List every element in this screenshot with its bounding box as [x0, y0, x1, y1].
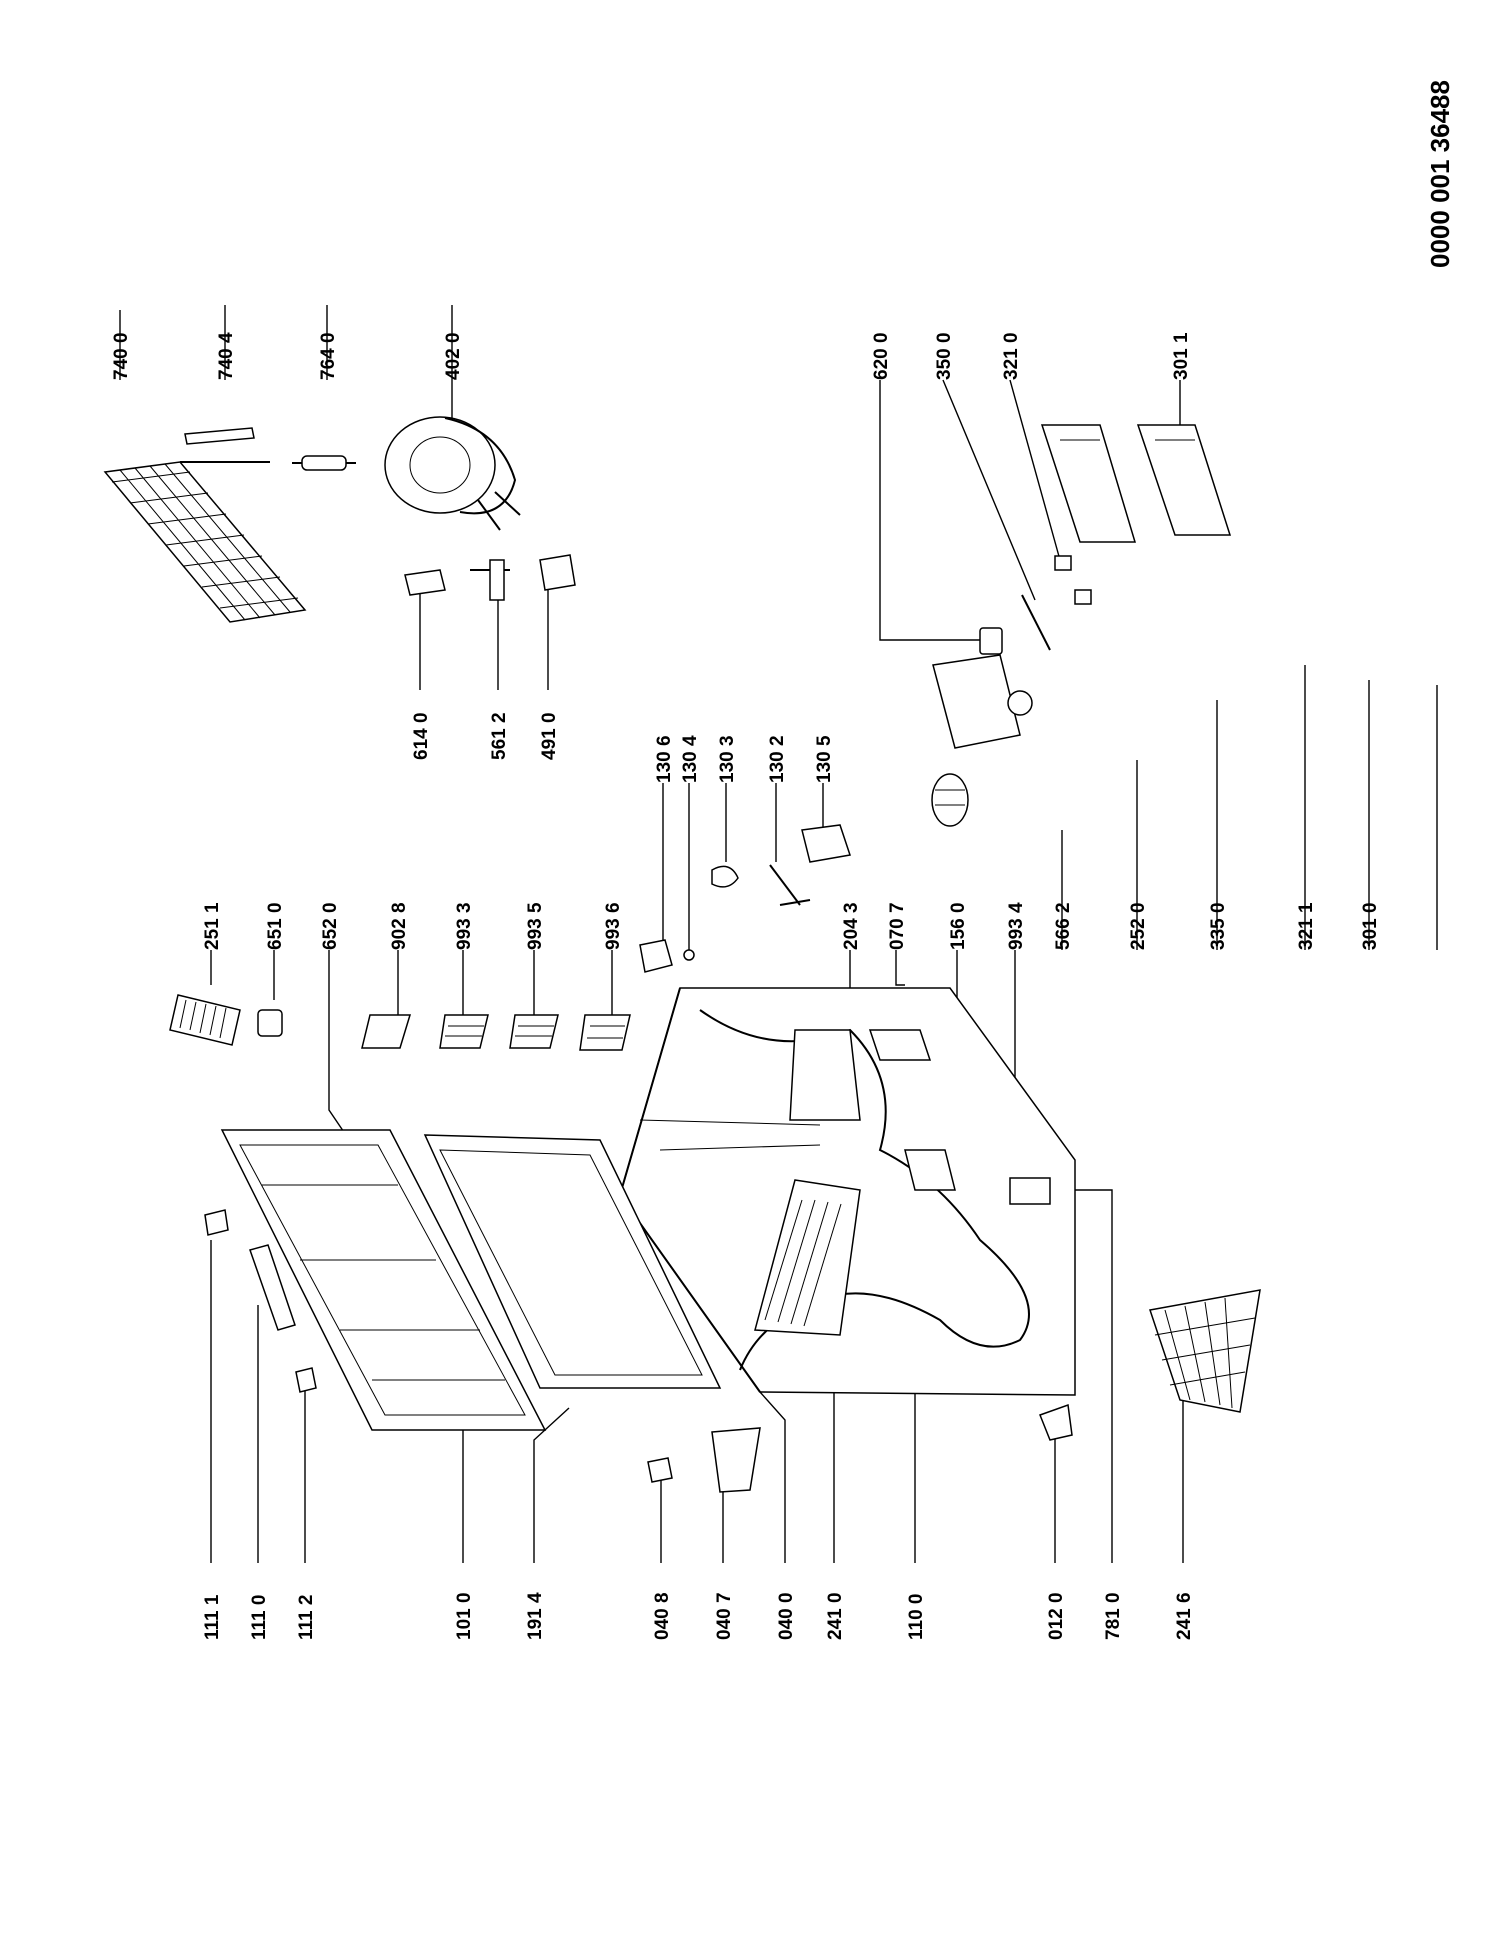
part-012-0: [1039, 1403, 1073, 1441]
label-781-0: 781 0: [1103, 1592, 1124, 1640]
label-111-1: 111 1: [202, 1594, 223, 1640]
label-993-3: 993 3: [454, 902, 475, 950]
panel-902-8: [361, 1014, 412, 1049]
lid-gasket: [423, 1134, 722, 1389]
hinge-top: [204, 1209, 229, 1236]
part-130-5: [801, 824, 851, 863]
label-040-7: 040 7: [714, 1592, 735, 1640]
label-251-1: 251 1: [202, 902, 223, 950]
condenser-coil: [103, 461, 307, 623]
label-651-0: 651 0: [265, 902, 286, 950]
part-130-6: [639, 939, 673, 973]
part-350-0: [1021, 594, 1051, 651]
label-652-0: 652 0: [320, 902, 341, 950]
hinge-handle: [249, 1244, 296, 1331]
label-335-0: 335 0: [1208, 902, 1229, 950]
hinge-bottom: [295, 1367, 317, 1393]
panel-301-1: [1136, 424, 1232, 536]
label-993-6: 993 6: [603, 902, 624, 950]
part-040-8: [647, 1457, 673, 1483]
label-070-7: 070 7: [887, 902, 908, 950]
label-740-4: 740 4: [216, 332, 237, 380]
label-301-0: 301 0: [1360, 902, 1381, 950]
label-321-0: 321 0: [1001, 332, 1022, 380]
label-110-0: 110 0: [906, 1594, 927, 1641]
panel-993-6: [579, 1014, 631, 1051]
part-040-7: [711, 1427, 761, 1493]
label-012-0: 012 0: [1046, 1592, 1067, 1640]
label-740-0: 740 0: [111, 332, 132, 380]
label-040-0: 040 0: [776, 1592, 797, 1640]
label-241-6: 241 6: [1174, 1592, 1195, 1640]
part-321-0: [1054, 555, 1072, 571]
part-130-4: [683, 949, 695, 961]
part-321-1: [1074, 589, 1092, 605]
label-130-3: 130 3: [717, 735, 738, 783]
label-620-0: 620 0: [871, 332, 892, 380]
document-id: 0000 001 36488: [1425, 80, 1455, 268]
label-130-4: 130 4: [680, 735, 701, 783]
label-566-2: 566 2: [1053, 902, 1074, 950]
label-130-2: 130 2: [767, 735, 788, 783]
label-491-0: 491 0: [539, 712, 560, 760]
part-130-3: [711, 865, 739, 888]
part-labels: 111 1 111 0 111 2 101 0 191 4 040 8 040 …: [111, 332, 1381, 1640]
lid-panel: [220, 1129, 547, 1431]
label-993-4: 993 4: [1006, 902, 1027, 950]
thermostat-part: [470, 559, 510, 601]
label-111-0: 111 0: [249, 1595, 270, 1640]
label-350-0: 350 0: [934, 332, 955, 380]
label-156-0: 156 0: [948, 902, 969, 950]
label-301-1: 301 1: [1171, 332, 1192, 380]
control-box: [932, 654, 1021, 749]
label-402-0: 402 0: [443, 332, 464, 380]
lamp-part: [257, 1009, 283, 1037]
part-251-1: [169, 994, 241, 1046]
overload-part: [539, 554, 576, 591]
compressor: [384, 416, 521, 531]
label-764-0: 764 0: [318, 332, 339, 380]
label-241-0: 241 0: [825, 1592, 846, 1640]
label-101-0: 101 0: [454, 1592, 475, 1640]
label-204-3: 204 3: [841, 902, 862, 950]
label-191-4: 191 4: [525, 1592, 546, 1640]
label-111-2: 111 2: [296, 1595, 317, 1640]
drier-filter: [292, 455, 356, 471]
panel-301-0: [1040, 424, 1137, 543]
lamp-holder: [1007, 690, 1033, 716]
freezer-cabinet: [618, 987, 1076, 1396]
label-902-8: 902 8: [389, 902, 410, 950]
storage-basket: [1149, 1289, 1261, 1413]
coil-bracket: [184, 427, 255, 445]
label-040-8: 040 8: [652, 1592, 673, 1640]
panel-993-5: [509, 1014, 559, 1049]
label-252-0: 252 0: [1128, 902, 1149, 950]
label-130-5: 130 5: [814, 735, 835, 783]
label-130-6: 130 6: [654, 735, 675, 783]
part-130-2: [769, 864, 811, 906]
label-321-1: 321 1: [1296, 902, 1317, 950]
relay-part: [404, 569, 446, 596]
label-614-0: 614 0: [411, 712, 432, 760]
panel-993-3: [439, 1014, 489, 1049]
part-620-0: [979, 627, 1003, 655]
label-993-5: 993 5: [525, 902, 546, 950]
spring-part: [931, 773, 969, 827]
label-561-2: 561 2: [489, 712, 510, 760]
